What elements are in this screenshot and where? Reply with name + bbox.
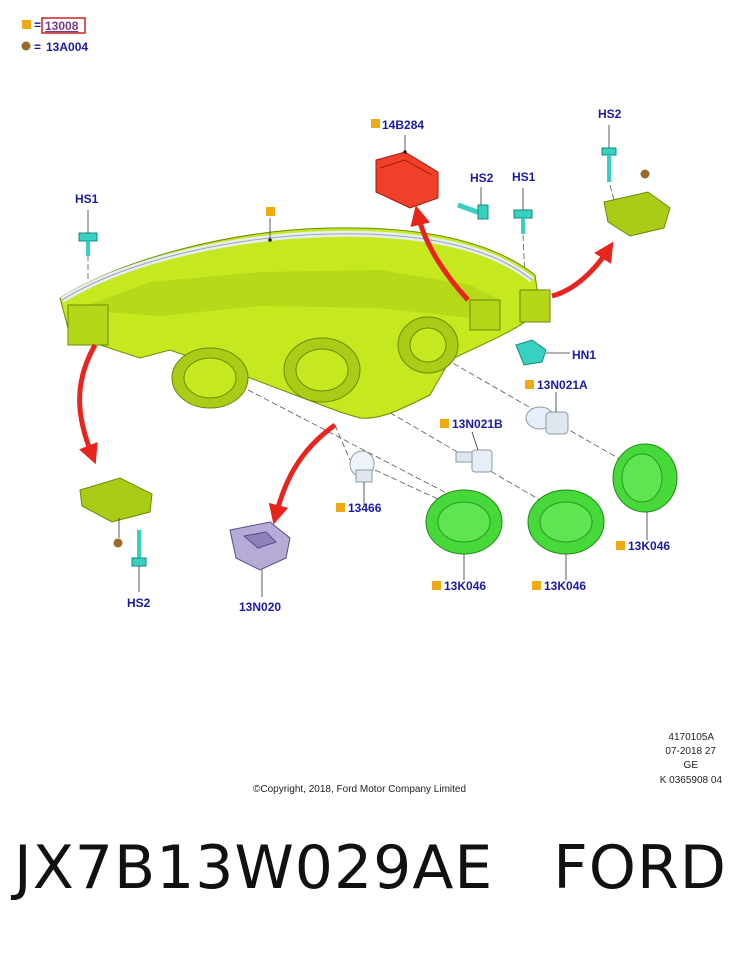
label-hs2-mid: HS2 xyxy=(470,171,494,185)
marker-square-icon xyxy=(616,541,625,550)
label-13n021b: 13N021B xyxy=(452,417,503,431)
meta-date: 07-2018 27 xyxy=(665,746,716,757)
screw-hs1-mid xyxy=(513,188,533,234)
marker-square-icon xyxy=(371,119,380,128)
meta-doc-no: K 0365908 04 xyxy=(660,775,723,786)
screw-hs1-left xyxy=(78,210,98,256)
legend-equals: = xyxy=(34,18,41,32)
copyright: ©Copyright, 2018, Ford Motor Company Lim… xyxy=(253,784,466,795)
label-hs2-left: HS2 xyxy=(127,596,151,610)
marker-square-icon xyxy=(532,581,541,590)
label-13n021a: 13N021A xyxy=(537,378,588,392)
legend-square-icon xyxy=(22,20,31,29)
marker-square-icon-top xyxy=(266,207,275,216)
label-hs2-right: HS2 xyxy=(598,107,622,121)
cover-13k046-c xyxy=(612,443,678,540)
exploded-parts-diagram: = 13008 = 13A004 xyxy=(21,17,722,795)
part-number: JX7B13W029AE xyxy=(14,833,494,903)
marker-square-icon xyxy=(525,380,534,389)
label-hs1-mid: HS1 xyxy=(512,170,536,184)
bulb-13n021a xyxy=(525,392,569,435)
socket-13n020 xyxy=(229,521,291,597)
control-module-14b284 xyxy=(375,135,439,209)
meta-ref-code: 4170105A xyxy=(668,732,714,743)
legend-dot-icon xyxy=(21,41,31,51)
callout-labels: HS1 14B284 HS2 HS1 HS2 HN1 13N021A 13N02… xyxy=(75,107,670,614)
screw-hs2-right xyxy=(601,125,617,182)
document-meta: 4170105A 07-2018 27 GE K 0365908 04 ©Cop… xyxy=(253,732,722,795)
meta-region: GE xyxy=(684,760,699,771)
legend-label-13a004: 13A004 xyxy=(46,40,88,54)
screw-hs2-mid xyxy=(457,187,489,220)
mounting-bracket-right xyxy=(603,169,671,237)
bulb-13466 xyxy=(349,450,375,505)
label-hn1: HN1 xyxy=(572,348,596,362)
cover-13k046-a xyxy=(425,489,503,580)
legend-link-box xyxy=(41,17,86,34)
screw-hs2-left xyxy=(131,530,147,592)
headlamp-housing xyxy=(59,227,551,419)
cover-13k046-b xyxy=(527,489,605,580)
assembly-arrows xyxy=(77,205,614,525)
bulb-13n021b xyxy=(455,431,493,473)
marker-square-icon xyxy=(336,503,345,512)
brand-name: FORD xyxy=(553,833,727,903)
marker-square-icon xyxy=(432,581,441,590)
legend-equals-2: = xyxy=(34,40,41,54)
mounting-bracket-left xyxy=(79,477,153,548)
label-13k046-c: 13K046 xyxy=(628,539,670,553)
label-hs1-left: HS1 xyxy=(75,192,99,206)
marker-square-icon xyxy=(440,419,449,428)
legend: = 13008 = 13A004 xyxy=(21,17,88,54)
clip-hn1 xyxy=(515,339,570,366)
label-13466: 13466 xyxy=(348,501,382,515)
legend-link-13008[interactable]: 13008 xyxy=(45,19,79,33)
label-13n020: 13N020 xyxy=(239,600,281,614)
label-14b284: 14B284 xyxy=(382,118,424,132)
label-13k046-a: 13K046 xyxy=(444,579,486,593)
label-13k046-b: 13K046 xyxy=(544,579,586,593)
